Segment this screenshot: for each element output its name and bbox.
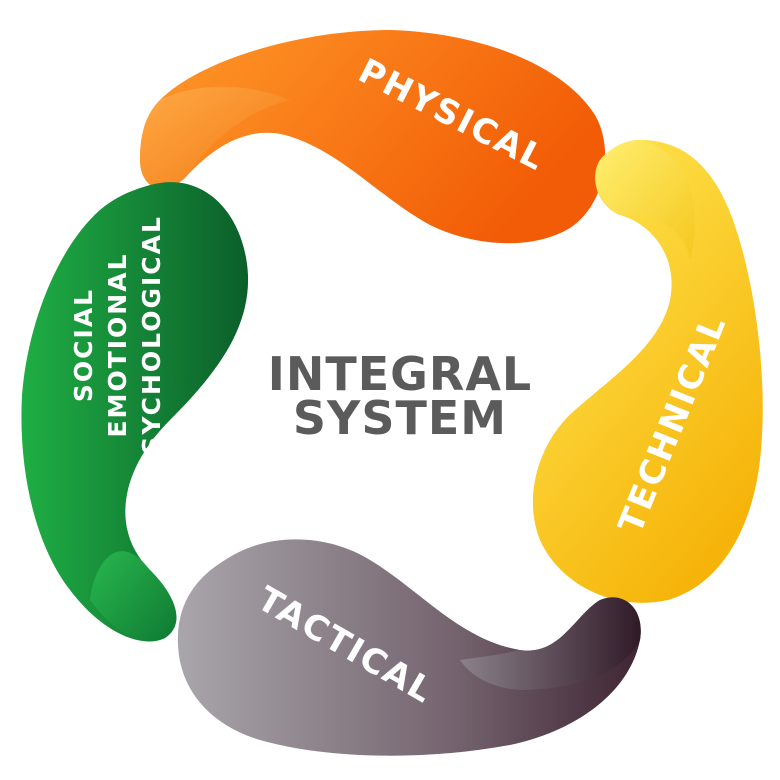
- social-petal: SOCIAL EMOTIONAL PSYCHOLOGICAL: [21, 182, 249, 642]
- tactical-petal-fold: [460, 597, 641, 690]
- technical-petal: TECHNICAL: [532, 140, 763, 603]
- technical-petal-body: [532, 140, 763, 603]
- center-title: INTEGRAL SYSTEM: [268, 347, 533, 445]
- social-petal-fold: [90, 551, 177, 642]
- psychological-label: PSYCHOLOGICAL: [137, 215, 166, 475]
- emotional-label: EMOTIONAL: [103, 252, 132, 437]
- tactical-petal-body: [177, 539, 641, 756]
- tactical-petal: TACTICAL: [177, 539, 641, 756]
- technical-petal-fold: [595, 140, 695, 260]
- physical-petal-fold: [140, 86, 290, 189]
- social-petal-body: [21, 182, 249, 642]
- physical-petal: PHYSICAL: [140, 30, 606, 244]
- center-title-line1: INTEGRAL: [268, 347, 533, 401]
- physical-petal-body: [140, 30, 606, 244]
- social-label: SOCIAL: [69, 288, 98, 402]
- center-title-line2: SYSTEM: [293, 391, 507, 445]
